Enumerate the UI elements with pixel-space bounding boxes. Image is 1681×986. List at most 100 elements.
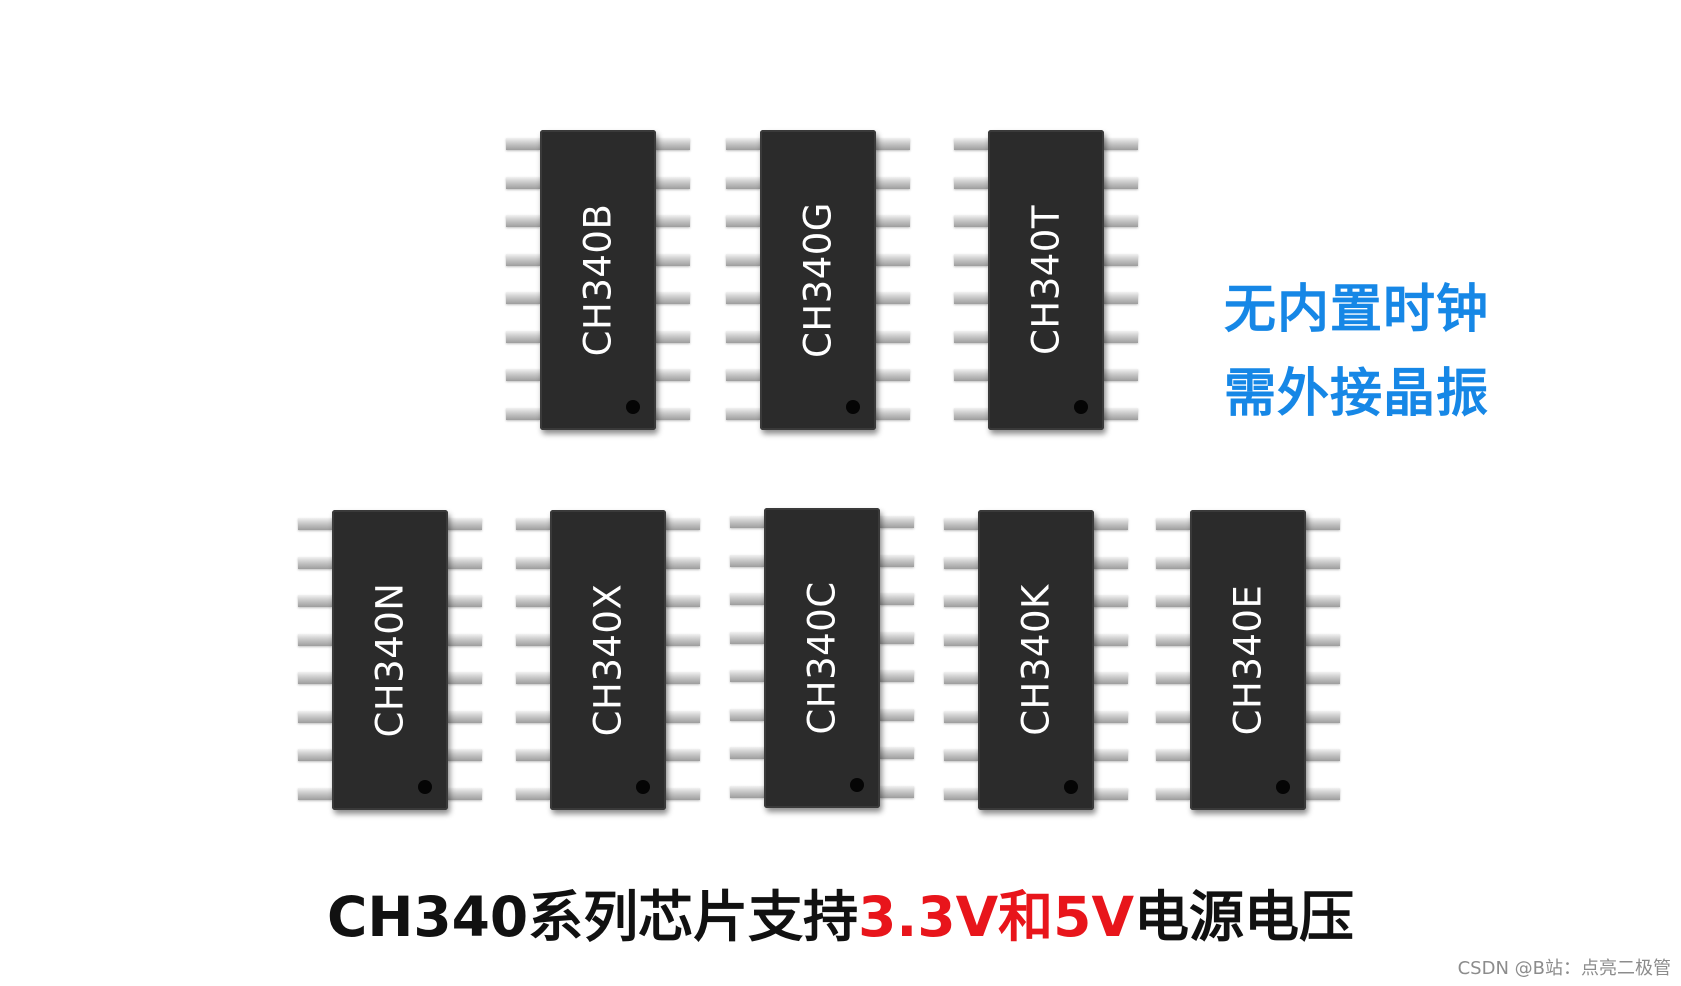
chip-pin: [876, 292, 910, 305]
chip-pin: [944, 710, 978, 723]
pin1-marker-dot: [846, 400, 860, 414]
chip-pin: [726, 330, 760, 343]
chip-pin: [516, 595, 550, 608]
chip-pin: [1306, 788, 1340, 800]
chip-label: CH340X: [586, 583, 630, 737]
chip-pin: [516, 672, 550, 685]
chip-pin: [656, 292, 690, 305]
chip-ch340c: CH340C: [730, 508, 914, 808]
chip-pin: [516, 633, 550, 646]
chip-pin: [1094, 710, 1128, 723]
chip-pin: [944, 749, 978, 762]
pin1-marker-dot: [1074, 400, 1088, 414]
chip-pin: [1104, 253, 1138, 266]
chip-pin: [880, 708, 914, 721]
chip-pin: [726, 369, 760, 382]
chip-pin: [666, 672, 700, 685]
chip-ch340x: CH340X: [516, 510, 700, 810]
chip-pin: [1306, 518, 1340, 530]
chip-pin: [666, 518, 700, 530]
chip-pin: [1156, 518, 1190, 530]
chip-body: CH340N: [332, 510, 448, 810]
chip-pin: [1156, 556, 1190, 569]
chip-pin: [656, 253, 690, 266]
chip-pin: [656, 215, 690, 228]
chip-pin: [298, 556, 332, 569]
chip-pin: [506, 292, 540, 305]
chip-pin: [666, 556, 700, 569]
chip-pin: [726, 292, 760, 305]
chip-pin: [944, 788, 978, 800]
chip-pin: [726, 253, 760, 266]
chip-pin: [448, 595, 482, 608]
chip-label: CH340T: [1024, 205, 1068, 355]
chip-pin: [1306, 749, 1340, 762]
pin1-marker-dot: [1276, 780, 1290, 794]
chip-pin: [666, 595, 700, 608]
chip-label: CH340N: [368, 582, 412, 738]
chip-pin: [506, 176, 540, 189]
chip-pin: [944, 518, 978, 530]
chip-pin: [656, 176, 690, 189]
chip-label: CH340K: [1014, 584, 1058, 736]
chip-pin: [298, 633, 332, 646]
side-note-line-1: 无内置时钟: [1224, 280, 1490, 340]
chip-pin: [516, 518, 550, 530]
chip-pin: [880, 786, 914, 798]
chip-pin: [1094, 749, 1128, 762]
chip-pin: [448, 633, 482, 646]
chip-pin: [730, 708, 764, 721]
chip-pin: [1094, 518, 1128, 530]
chip-pin: [506, 253, 540, 266]
chip-pin: [944, 672, 978, 685]
chip-pin: [730, 786, 764, 798]
chip-pin: [1104, 176, 1138, 189]
chip-pin: [298, 749, 332, 762]
pin1-marker-dot: [636, 780, 650, 794]
chip-pin: [1104, 369, 1138, 382]
chip-pin: [1306, 556, 1340, 569]
chip-pin: [730, 593, 764, 606]
chip-pin: [944, 633, 978, 646]
chip-ch340g: CH340G: [726, 130, 910, 430]
chip-pin: [666, 788, 700, 800]
chip-body: CH340B: [540, 130, 656, 430]
chip-ch340t: CH340T: [954, 130, 1138, 430]
side-note: 无内置时钟 需外接晶振: [1224, 268, 1489, 436]
pin1-marker-dot: [418, 780, 432, 794]
chip-pin: [298, 595, 332, 608]
chip-pin: [954, 330, 988, 343]
chip-ch340b: CH340B: [506, 130, 690, 430]
chip-pin: [726, 408, 760, 420]
chip-pin: [448, 518, 482, 530]
chip-body: CH340X: [550, 510, 666, 810]
chip-pin: [448, 672, 482, 685]
chip-pin: [954, 138, 988, 150]
caption-text: CH340系列芯片支持: [326, 885, 859, 949]
chip-pin: [1104, 138, 1138, 150]
caption: CH340系列芯片支持3.3V和5V电源电压: [0, 872, 1681, 952]
pin1-marker-dot: [626, 400, 640, 414]
chip-pin: [506, 369, 540, 382]
chip-body: CH340T: [988, 130, 1104, 430]
caption-voltage-3v3: 3.3V: [858, 885, 999, 949]
chip-pin: [876, 138, 910, 150]
chip-pin: [516, 788, 550, 800]
chip-pin: [880, 670, 914, 683]
chip-pin: [1156, 710, 1190, 723]
caption-and: 和: [998, 885, 1054, 949]
chip-pin: [954, 408, 988, 420]
chip-pin: [1156, 595, 1190, 608]
chip-pin: [448, 749, 482, 762]
chip-pin: [1094, 556, 1128, 569]
chip-pin: [1156, 633, 1190, 646]
chip-pin: [516, 749, 550, 762]
chip-pin: [656, 138, 690, 150]
chip-pin: [726, 176, 760, 189]
chip-pin: [726, 215, 760, 228]
chip-label: CH340E: [1226, 584, 1270, 736]
chip-pin: [880, 747, 914, 760]
chip-pin: [954, 292, 988, 305]
pin1-marker-dot: [1064, 780, 1078, 794]
